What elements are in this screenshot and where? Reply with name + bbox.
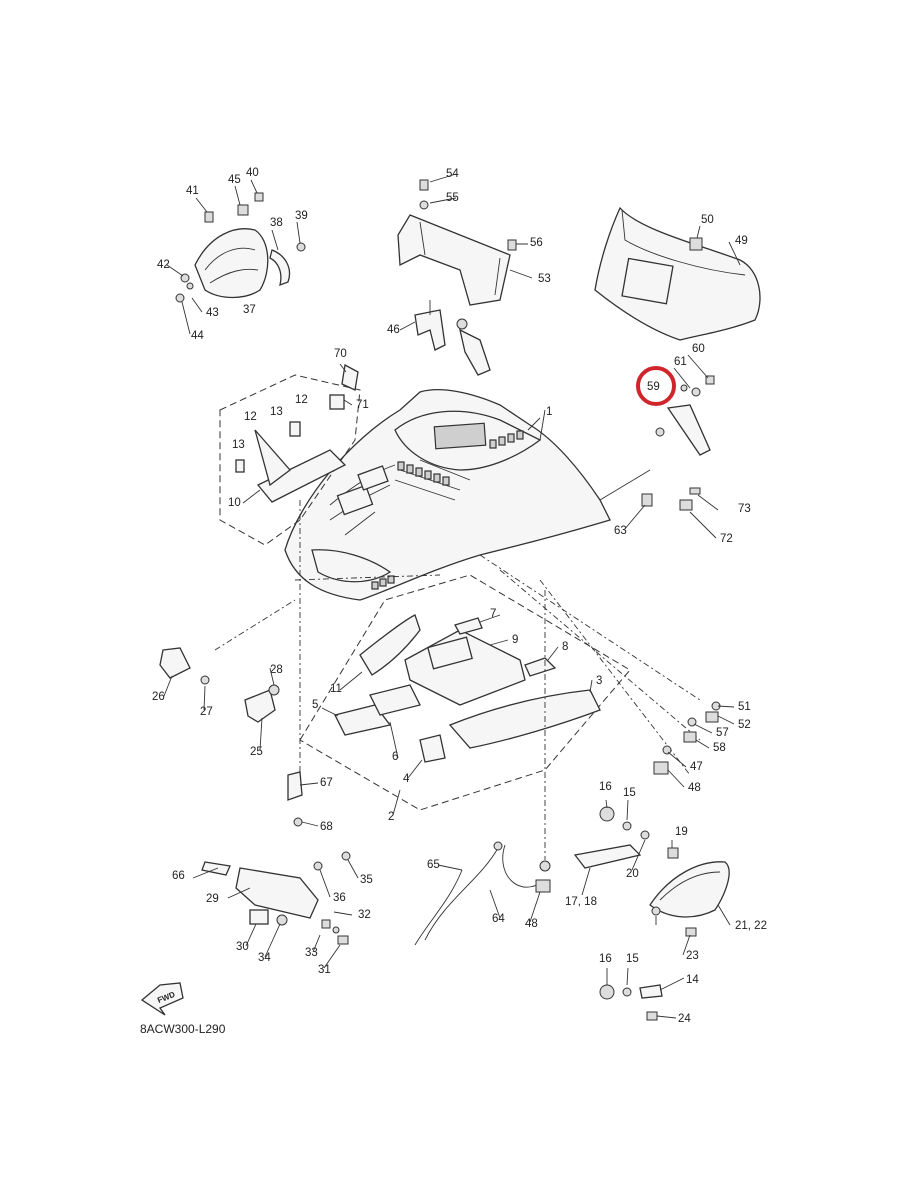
- callout-10: 10: [228, 497, 241, 509]
- hood-vent-slots: [371, 430, 524, 590]
- drawing-code: 8ACW300-L290: [140, 1022, 226, 1036]
- windshield-part: [594, 206, 761, 341]
- callout-12b: 12: [295, 394, 308, 406]
- handle-assembly: [201, 851, 351, 945]
- callout-15a: 15: [623, 787, 636, 799]
- lower-liner-assembly: [299, 574, 631, 811]
- callout-40: 40: [246, 167, 259, 179]
- callout-41: 41: [186, 185, 199, 197]
- callout-2: 2: [388, 811, 394, 823]
- right-column-fasteners: [653, 701, 721, 775]
- callout-1: 1: [546, 406, 552, 418]
- callout-15b: 15: [626, 953, 639, 965]
- callout-43: 43: [206, 307, 219, 319]
- callout-26: 26: [152, 691, 165, 703]
- cable-assembly: [414, 841, 551, 946]
- callout-58: 58: [713, 742, 726, 754]
- callout-63: 63: [614, 525, 627, 537]
- callout-4: 4: [403, 773, 410, 785]
- callout-49: 49: [735, 235, 748, 247]
- callout-13a: 13: [270, 406, 283, 418]
- callout-27: 27: [200, 706, 213, 718]
- callout-37: 37: [243, 304, 256, 316]
- callout-12a: 12: [244, 411, 257, 423]
- callout-51: 51: [738, 701, 751, 713]
- callout-65: 65: [427, 859, 440, 871]
- callout-53: 53: [538, 273, 551, 285]
- part-callouts: 1 2 3 4 5 6 7 8 9 10 11 12 12 13 13 14 1…: [152, 167, 767, 1025]
- callout-61: 61: [674, 356, 687, 368]
- callout-29: 29: [206, 893, 219, 905]
- callout-57: 57: [716, 727, 729, 739]
- callout-68: 68: [320, 821, 333, 833]
- callout-5: 5: [312, 699, 318, 711]
- callout-24: 24: [678, 1013, 691, 1025]
- callout-66: 66: [172, 870, 185, 882]
- callout-16b: 16: [599, 953, 612, 965]
- callout-20: 20: [626, 868, 639, 880]
- callout-39: 39: [295, 210, 308, 222]
- callout-7: 7: [490, 608, 496, 620]
- callout-44: 44: [191, 330, 204, 342]
- callout-34: 34: [258, 952, 271, 964]
- callout-71: 71: [356, 399, 369, 411]
- leader-lines: [214, 409, 701, 860]
- callout-35: 35: [360, 874, 373, 886]
- callout-56: 56: [530, 237, 543, 249]
- callout-31: 31: [318, 964, 331, 976]
- callout-50: 50: [701, 214, 714, 226]
- left-subassembly: [219, 363, 361, 546]
- rear-guard-assembly: [573, 806, 730, 1021]
- forward-arrow-marker: [140, 982, 184, 1016]
- callout-46: 46: [387, 324, 400, 336]
- callout-28: 28: [270, 664, 283, 676]
- callout-9: 9: [512, 634, 518, 646]
- callout-59: 59: [647, 381, 660, 393]
- callout-48b: 48: [525, 918, 538, 930]
- top-bracket-part: [397, 179, 517, 306]
- callout-64: 64: [492, 913, 505, 925]
- bracket-46-part: [414, 300, 491, 376]
- callout-30: 30: [236, 941, 249, 953]
- callout-52: 52: [738, 719, 751, 731]
- callout-13b: 13: [232, 439, 245, 451]
- callout-33: 33: [305, 947, 318, 959]
- callout-leaders: [163, 173, 741, 1019]
- parts-artwork: [140, 179, 761, 1021]
- callout-42: 42: [157, 259, 170, 271]
- callout-6: 6: [392, 751, 398, 763]
- right-fasteners: [641, 375, 715, 511]
- callout-70: 70: [334, 348, 347, 360]
- callout-16a: 16: [599, 781, 612, 793]
- callout-60: 60: [692, 343, 705, 355]
- callout-38: 38: [270, 217, 283, 229]
- callout-11: 11: [330, 683, 342, 695]
- callout-14: 14: [686, 974, 699, 986]
- callout-8: 8: [562, 641, 568, 653]
- callout-54: 54: [446, 168, 459, 180]
- callout-73: 73: [738, 503, 751, 515]
- callout-48a: 48: [688, 782, 701, 794]
- callout-23: 23: [686, 950, 699, 962]
- callout-21-22: 21, 22: [735, 920, 767, 932]
- callout-72: 72: [720, 533, 733, 545]
- callout-25: 25: [250, 746, 263, 758]
- highlight-circle: [636, 366, 676, 406]
- left-lower-parts: [159, 647, 303, 827]
- callout-19: 19: [675, 826, 688, 838]
- main-hood-part: [284, 389, 611, 601]
- callout-32: 32: [358, 909, 371, 921]
- callout-36: 36: [333, 892, 346, 904]
- callout-45: 45: [228, 174, 241, 186]
- callout-55: 55: [446, 192, 459, 204]
- callout-47: 47: [690, 761, 703, 773]
- callout-67: 67: [320, 777, 333, 789]
- callout-3: 3: [596, 675, 602, 687]
- callout-17-18: 17, 18: [565, 896, 597, 908]
- left-shroud-part: [175, 192, 306, 303]
